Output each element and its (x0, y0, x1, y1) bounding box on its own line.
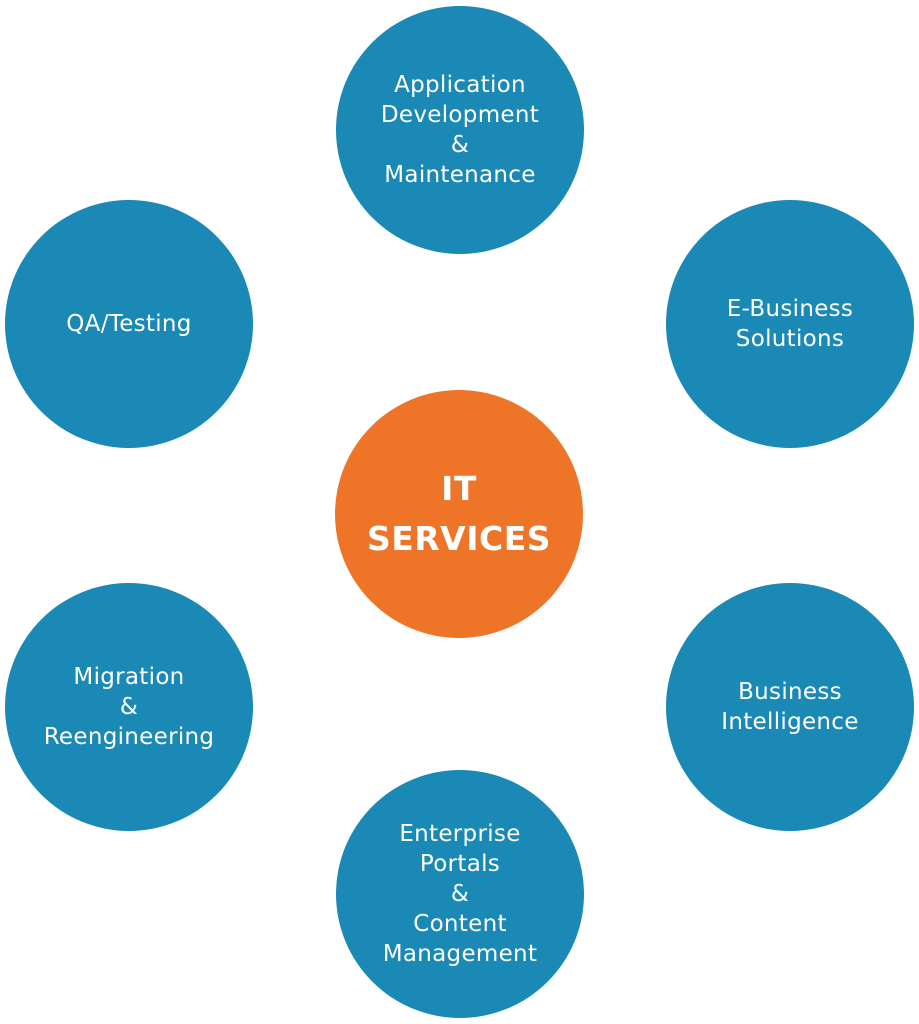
service-label-line: Management (382, 941, 538, 967)
service-e-business: E-Business Solutions (666, 200, 914, 448)
hub-label-line: IT (441, 469, 477, 508)
service-business-intelligence: Business Intelligence (666, 583, 914, 831)
service-label-line: & (119, 694, 139, 720)
service-label-line: Development (380, 102, 540, 128)
service-migration: Migration & Reengineering (5, 583, 253, 831)
service-label-line: Reengineering (43, 724, 215, 750)
service-qa-testing: QA/Testing (5, 200, 253, 448)
service-label-line: Maintenance (384, 162, 536, 188)
service-label-line: Business (738, 679, 842, 705)
service-label-line: Content (413, 911, 507, 937)
service-label-line: E-Business (726, 296, 854, 322)
service-label-line: & (450, 881, 470, 907)
service-label-line: Intelligence (721, 709, 859, 735)
service-label-line: Migration (73, 664, 185, 690)
service-label-line: Application (394, 72, 526, 98)
hub-label-line: SERVICES (366, 519, 552, 558)
service-enterprise-portals: Enterprise Portals & Content Management (336, 770, 584, 1018)
hub-it-services: IT SERVICES (335, 390, 583, 638)
service-label-line: QA/Testing (66, 311, 192, 337)
service-label-line: Portals (419, 851, 501, 877)
service-label-line: & (450, 132, 470, 158)
service-label-line: Enterprise (399, 821, 521, 847)
service-label-line: Solutions (735, 326, 845, 352)
service-application-development: Application Development & Maintenance (336, 6, 584, 254)
